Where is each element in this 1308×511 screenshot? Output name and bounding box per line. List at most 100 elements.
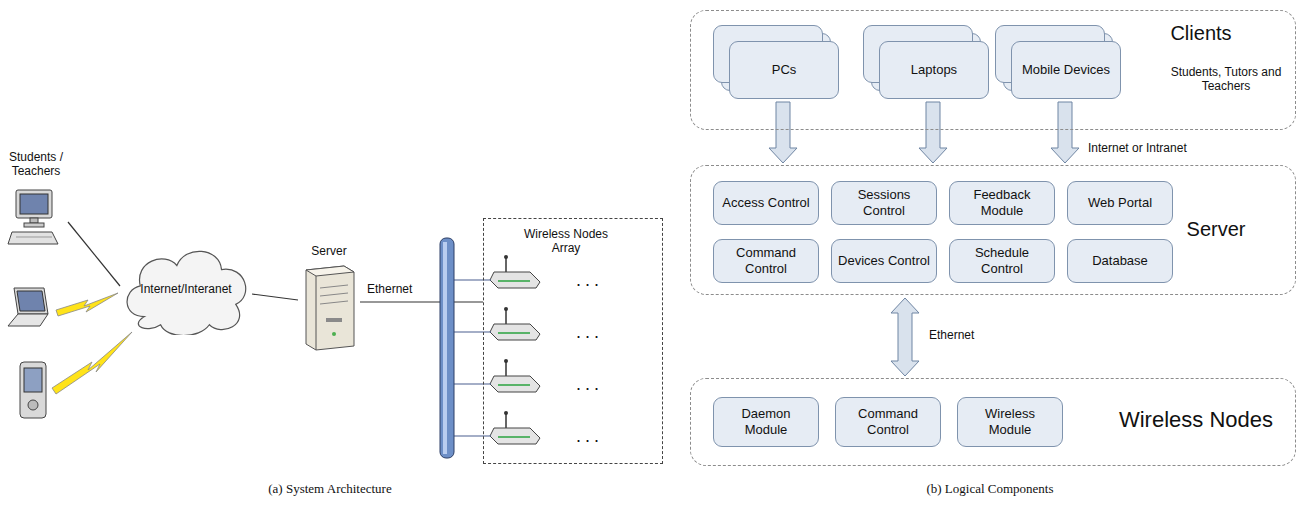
laptop-icon xyxy=(8,288,48,326)
module-box: Laptops xyxy=(879,41,989,99)
network-label: Internet or Intranet xyxy=(1088,141,1187,155)
node-label: Command Control xyxy=(720,245,812,276)
module-box: Schedule Control xyxy=(949,239,1055,283)
layer-region: ClientsStudents, Tutors and Teachers PCs L… xyxy=(690,10,1296,130)
layer-title: Wireless Nodes xyxy=(1111,407,1281,433)
network-link xyxy=(360,301,483,302)
bus-link xyxy=(454,280,491,436)
node-label: Schedule Control xyxy=(956,245,1048,276)
bus-link xyxy=(454,279,491,280)
icon-group: Server xyxy=(298,244,360,352)
router-icon xyxy=(505,310,507,324)
module-box: Command Control xyxy=(713,239,819,283)
node-label: Command Control xyxy=(842,406,934,437)
desktop-icon xyxy=(24,223,44,227)
laptop-icon xyxy=(8,314,48,326)
module-box: Mobile Devices xyxy=(1011,41,1121,99)
wireless-bolt xyxy=(56,293,118,316)
subfigure-caption: (b) Logical Components xyxy=(926,481,1053,497)
ethernet-bus xyxy=(440,238,454,458)
module-box: Wireless Module xyxy=(957,397,1063,447)
router-icon xyxy=(498,384,530,386)
router-icon xyxy=(490,428,540,444)
node-label: Daemon Module xyxy=(720,406,812,437)
pda-icon xyxy=(24,368,42,392)
node-label: Sessions Control xyxy=(838,187,930,218)
block-arrow xyxy=(919,102,947,163)
module-box: Database xyxy=(1067,239,1173,283)
module-box: Web Portal xyxy=(1067,181,1173,225)
pda-icon xyxy=(20,362,46,418)
block-arrow xyxy=(769,102,797,163)
desktop-icon xyxy=(16,237,52,238)
router-icon xyxy=(504,359,508,363)
cloud-outline xyxy=(127,251,246,335)
pda-icon xyxy=(20,362,46,418)
server-icon xyxy=(326,318,342,322)
server-icon xyxy=(332,332,336,336)
node-label: Internet/Interanet xyxy=(140,282,231,296)
bus-link xyxy=(454,435,491,436)
module-box: Daemon Module xyxy=(713,397,819,447)
desktop-icon xyxy=(16,190,52,218)
node-label: Access Control xyxy=(722,195,809,211)
block-arrow xyxy=(891,298,919,376)
node-label: Laptops xyxy=(911,62,957,78)
network-cloud: Internet/Interanet xyxy=(120,243,252,335)
router-icon xyxy=(490,255,540,444)
ellipsis: ... xyxy=(576,374,603,396)
module-box: PCs xyxy=(729,41,839,99)
ellipsis: ... xyxy=(576,270,603,292)
network-link xyxy=(252,294,298,300)
ethernet-bus xyxy=(443,242,447,454)
network-link xyxy=(68,222,120,286)
desktop-icon xyxy=(30,218,38,223)
router-icon xyxy=(505,362,507,376)
router-icon xyxy=(504,411,508,415)
node-label: Database xyxy=(1092,253,1148,269)
block-arrow xyxy=(1051,102,1079,163)
layer-title: Server xyxy=(1171,217,1261,241)
node-label: Web Portal xyxy=(1088,195,1152,211)
bus-link xyxy=(454,383,491,384)
module-box: Access Control xyxy=(713,181,819,225)
layer-note: Students, Tutors and Teachers xyxy=(1166,65,1286,94)
router-icon xyxy=(498,280,530,282)
router-icon xyxy=(498,332,530,334)
layer-region: Wireless Nodes Daemon Module Command Contr… xyxy=(690,378,1296,466)
server-icon xyxy=(316,276,317,350)
router-icon xyxy=(505,414,507,428)
node-label: Students / Teachers xyxy=(4,150,68,179)
icon-group: Students / Teachers xyxy=(4,150,68,428)
module-box: Devices Control xyxy=(831,239,937,283)
node-label: Wireless Module xyxy=(964,406,1056,437)
router-icon xyxy=(490,376,540,392)
node-label: Devices Control xyxy=(838,253,930,269)
module-box: Command Control xyxy=(835,397,941,447)
layer-title: Clients xyxy=(1151,21,1251,45)
edge-label: Ethernet xyxy=(366,282,413,296)
layer-title: Wireless Nodes Array xyxy=(513,227,619,256)
subfigure-caption: (a) System Architecture xyxy=(268,481,391,497)
server-icon xyxy=(320,293,348,296)
node-label: Feedback Module xyxy=(956,187,1048,218)
node-label: Mobile Devices xyxy=(1022,62,1110,78)
node-label: PCs xyxy=(772,62,797,78)
laptop-icon xyxy=(14,288,48,314)
layer-region: Server Access Control Sessions Control Feed… xyxy=(690,165,1296,295)
router-icon xyxy=(490,324,540,340)
server-icon xyxy=(306,266,354,350)
server-icon xyxy=(320,285,348,288)
node-label: Server xyxy=(311,244,346,258)
server-icon xyxy=(306,266,354,350)
desktop-icon xyxy=(8,232,58,244)
module-box: Sessions Control xyxy=(831,181,937,225)
server-icon xyxy=(320,301,348,304)
bus-link xyxy=(454,331,491,332)
desktop-icon xyxy=(20,194,48,214)
router-icon xyxy=(505,258,507,272)
wireless-bolt xyxy=(52,332,132,394)
router-icon xyxy=(504,307,508,311)
